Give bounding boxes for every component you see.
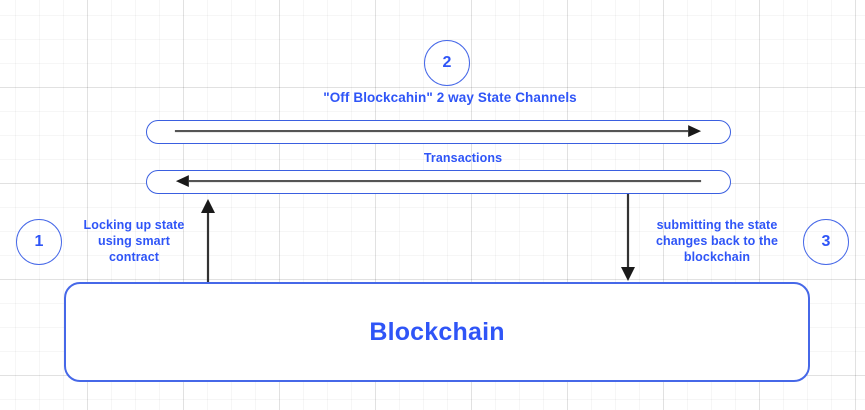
step-badge-2: 2	[424, 40, 470, 86]
blockchain-node: Blockchain	[64, 282, 810, 382]
step-badge-1-number: 1	[34, 233, 44, 250]
submit-state-label-line1: submitting the state	[656, 218, 778, 232]
step-badge-3: 3	[803, 219, 849, 265]
arrow-left-icon	[175, 175, 702, 188]
blockchain-label: Blockchain	[369, 317, 505, 346]
arrow-right-icon	[174, 125, 702, 138]
step-badge-3-number: 3	[821, 233, 831, 250]
lock-state-label-line2: using smart	[98, 234, 170, 248]
diagram-title: "Off Blockcahin" 2 way State Channels	[323, 90, 577, 105]
submit-state-label-line3: blockchain	[683, 250, 751, 264]
step-badge-1: 1	[16, 219, 62, 265]
step-badge-2-number: 2	[442, 54, 452, 71]
outgoing-transactions-channel	[146, 120, 731, 144]
lock-state-label-line3: contract	[108, 250, 160, 264]
arrow-up-icon	[201, 199, 215, 284]
transactions-label: Transactions	[423, 151, 503, 165]
arrow-down-icon	[621, 194, 635, 281]
incoming-transactions-channel	[146, 170, 731, 194]
submit-state-label: submitting the state changes back to the…	[641, 217, 793, 265]
submit-state-label-line2: changes back to the	[655, 234, 779, 248]
lock-state-label-line1: Locking up state	[83, 218, 185, 232]
lock-state-label: Locking up state using smart contract	[70, 217, 198, 265]
